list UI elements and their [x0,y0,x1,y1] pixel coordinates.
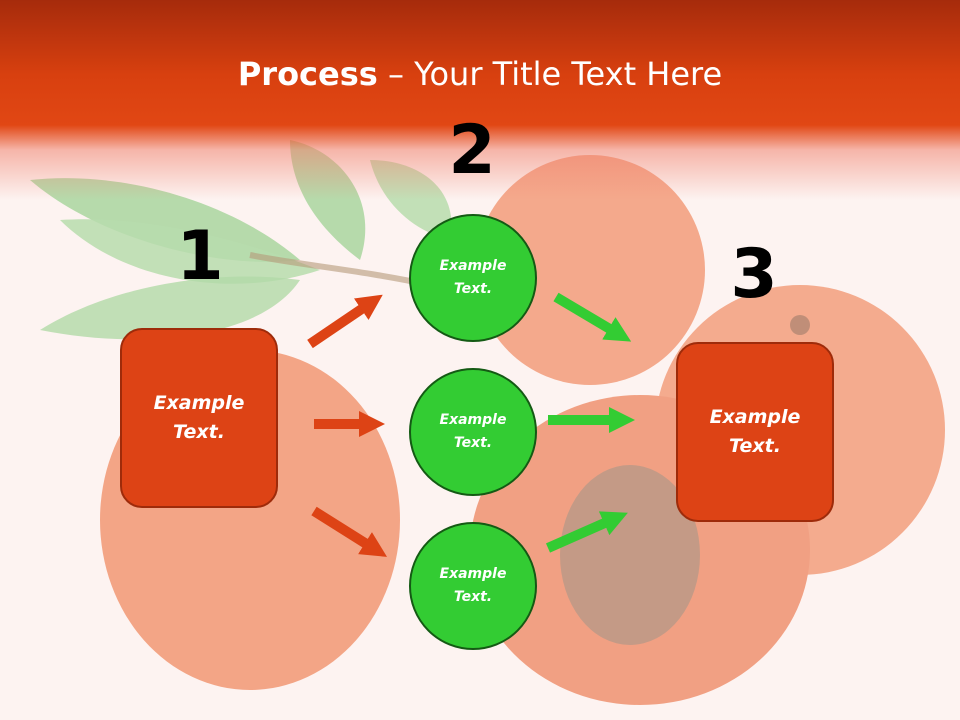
step-number-2: 2 [448,111,496,190]
branch-shape [249,252,431,288]
red-arrow-down [311,506,388,557]
leaf-shape [60,219,320,284]
circle-bottom-line1: Example [439,566,507,582]
circle-bottom-line2: Text. [453,589,493,605]
title-rest: – Your Title Text Here [377,55,723,93]
step3-box-line2: Text. [729,435,781,457]
red-arrow-up [307,294,383,349]
step1-box: Example Text. [120,328,278,508]
step1-box-line2: Text. [173,421,225,443]
leaf-shape [40,276,300,340]
circle-middle-line2: Text. [453,435,493,451]
apricot-stem-shape [790,315,810,335]
step3-box-line1: Example [709,406,801,428]
green-arrow-up [545,511,628,553]
step2-circle-middle: Example Text. [409,368,537,496]
step1-box-line1: Example [153,392,245,414]
green-arrow-down [553,292,632,342]
apricot-shape [475,155,705,385]
step3-box: Example Text. [676,342,834,522]
step2-circle-bottom: Example Text. [409,522,537,650]
circle-top-line1: Example [439,258,507,274]
step2-circle-top: Example Text. [409,214,537,342]
title-bold: Process [237,55,378,93]
circle-top-line2: Text. [453,281,493,297]
step-number-1: 1 [176,217,224,296]
slide-title: Process – Your Title Text Here [0,52,960,96]
circle-middle-line1: Example [439,412,507,428]
step-number-3: 3 [730,235,778,314]
title-band [0,0,960,200]
apricot-pit-shape [560,465,700,645]
